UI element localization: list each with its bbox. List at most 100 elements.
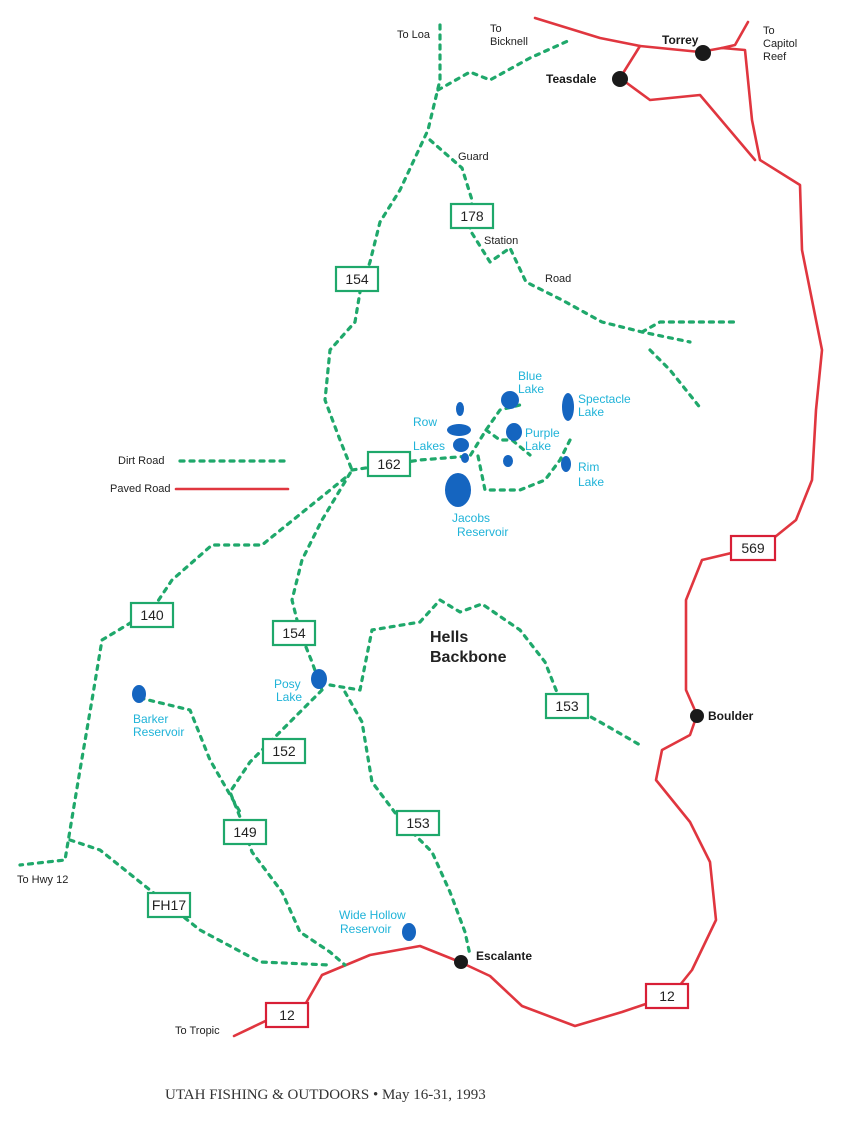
dirt-road-hells-backbone [328, 598, 642, 747]
label-to-capitol-reef-2: Capitol [763, 38, 797, 50]
shield-12-east: 12 [644, 982, 690, 1010]
dirt-road-guard-station [428, 138, 692, 344]
label-rim-2: Lake [578, 475, 604, 489]
caption: UTAH FISHING & OUTDOORS • May 16-31, 199… [165, 1087, 486, 1103]
shield-153-east: 153 [544, 692, 590, 720]
paved-roads [232, 16, 824, 1038]
svg-text:152: 152 [272, 743, 296, 759]
label-backbone: Backbone [430, 649, 507, 666]
towns: Torrey Teasdale Boulder Escalante [454, 33, 754, 969]
label-wide-hollow-2: Reservoir [340, 922, 391, 936]
label-purple-1: Purple [525, 426, 560, 440]
dirt-road-153 [343, 690, 472, 957]
lake-row-3 [453, 438, 469, 452]
shield-154-south: 154 [271, 619, 317, 647]
svg-text:569: 569 [741, 540, 765, 556]
town-dot-boulder [690, 709, 704, 723]
shield-140: 140 [129, 601, 175, 629]
lake-wide-hollow [402, 923, 416, 941]
label-barker-1: Barker [133, 712, 168, 726]
shield-162: 162 [366, 450, 412, 478]
svg-text:153: 153 [406, 815, 430, 831]
label-row-1: Row [413, 415, 437, 429]
svg-text:12: 12 [279, 1007, 295, 1023]
lake-row-2 [447, 424, 471, 436]
legend-dirt-road-label: Dirt Road [118, 455, 164, 467]
label-to-capitol-reef-1: To [763, 25, 775, 37]
dirt-road-barker [138, 696, 242, 814]
lake-purple [506, 423, 522, 441]
paved-road-main [232, 16, 824, 1038]
label-spectacle-1: Spectacle [578, 392, 631, 406]
shield-178: 178 [449, 202, 495, 230]
paved-road-teasdale [618, 44, 757, 162]
town-torrey: Torrey [662, 33, 699, 47]
label-to-bicknell-2: Bicknell [490, 36, 528, 48]
label-to-tropic: To Tropic [175, 1025, 220, 1037]
dirt-road-guard-south [648, 348, 704, 412]
dirt-road-guard-east [640, 320, 737, 334]
dirt-road-bicknell [436, 38, 572, 92]
lake-barker [132, 685, 146, 703]
town-escalante: Escalante [476, 949, 532, 963]
town-teasdale: Teasdale [546, 72, 597, 86]
paved-road-capitol-reef [720, 20, 750, 50]
lake-row-4 [461, 453, 469, 463]
label-guard: Guard [458, 151, 489, 163]
lake-labels: Blue Lake Spectacle Lake Row Lakes Purpl… [133, 369, 631, 936]
dirt-road-140 [18, 476, 347, 867]
svg-text:178: 178 [460, 208, 484, 224]
svg-text:162: 162 [377, 456, 401, 472]
label-to-loa: To Loa [397, 29, 431, 41]
dirt-road-162 [350, 403, 572, 492]
shield-12-west: 12 [264, 1001, 310, 1029]
svg-text:FH17: FH17 [152, 897, 186, 913]
label-rim-1: Rim [578, 460, 599, 474]
label-to-capitol-reef-3: Reef [763, 51, 787, 63]
town-boulder: Boulder [708, 709, 754, 723]
svg-text:12: 12 [659, 988, 675, 1004]
shield-152: 152 [261, 737, 307, 765]
legend-paved-road-label: Paved Road [110, 483, 171, 495]
lake-jacobs [445, 473, 471, 507]
lake-rim [561, 456, 571, 472]
label-blue-lake-2: Lake [518, 382, 544, 396]
svg-text:153: 153 [555, 698, 579, 714]
shield-fh17: FH17 [146, 891, 192, 919]
town-dot-escalante [454, 955, 468, 969]
lake-blue [501, 391, 519, 409]
town-dot-teasdale [612, 71, 628, 87]
dirt-roads [18, 23, 737, 967]
shield-149: 149 [222, 818, 268, 846]
label-jacobs-1: Jacobs [452, 511, 490, 525]
lake-small [503, 455, 513, 467]
label-row-2: Lakes [413, 439, 445, 453]
lake-spectacle [562, 393, 574, 421]
lakes [132, 391, 574, 941]
label-wide-hollow-1: Wide Hollow [339, 908, 406, 922]
label-blue-lake-1: Blue [518, 369, 542, 383]
route-shields: 178 154 162 140 154 152 149 153 153 FH17… [129, 202, 777, 1029]
dirt-road-fh17 [68, 838, 332, 967]
label-jacobs-2: Reservoir [457, 525, 508, 539]
svg-text:154: 154 [282, 625, 306, 641]
label-hells: Hells [430, 629, 468, 646]
dirt-road-154-north [290, 23, 442, 692]
label-barker-2: Reservoir [133, 725, 184, 739]
label-to-hwy12: To Hwy 12 [17, 874, 68, 886]
svg-text:149: 149 [233, 824, 257, 840]
svg-text:140: 140 [140, 607, 164, 623]
lake-posy [311, 669, 327, 689]
legend: Dirt Road Paved Road [110, 455, 290, 495]
label-to-bicknell-1: To [490, 23, 502, 35]
town-dot-torrey [695, 45, 711, 61]
label-posy-2: Lake [276, 690, 302, 704]
label-spectacle-2: Lake [578, 405, 604, 419]
shield-154-north: 154 [334, 265, 380, 293]
label-road: Road [545, 273, 571, 285]
shield-153-south: 153 [395, 809, 441, 837]
lake-row-1 [456, 402, 464, 416]
label-purple-2: Lake [525, 439, 551, 453]
shield-569: 569 [729, 534, 777, 562]
